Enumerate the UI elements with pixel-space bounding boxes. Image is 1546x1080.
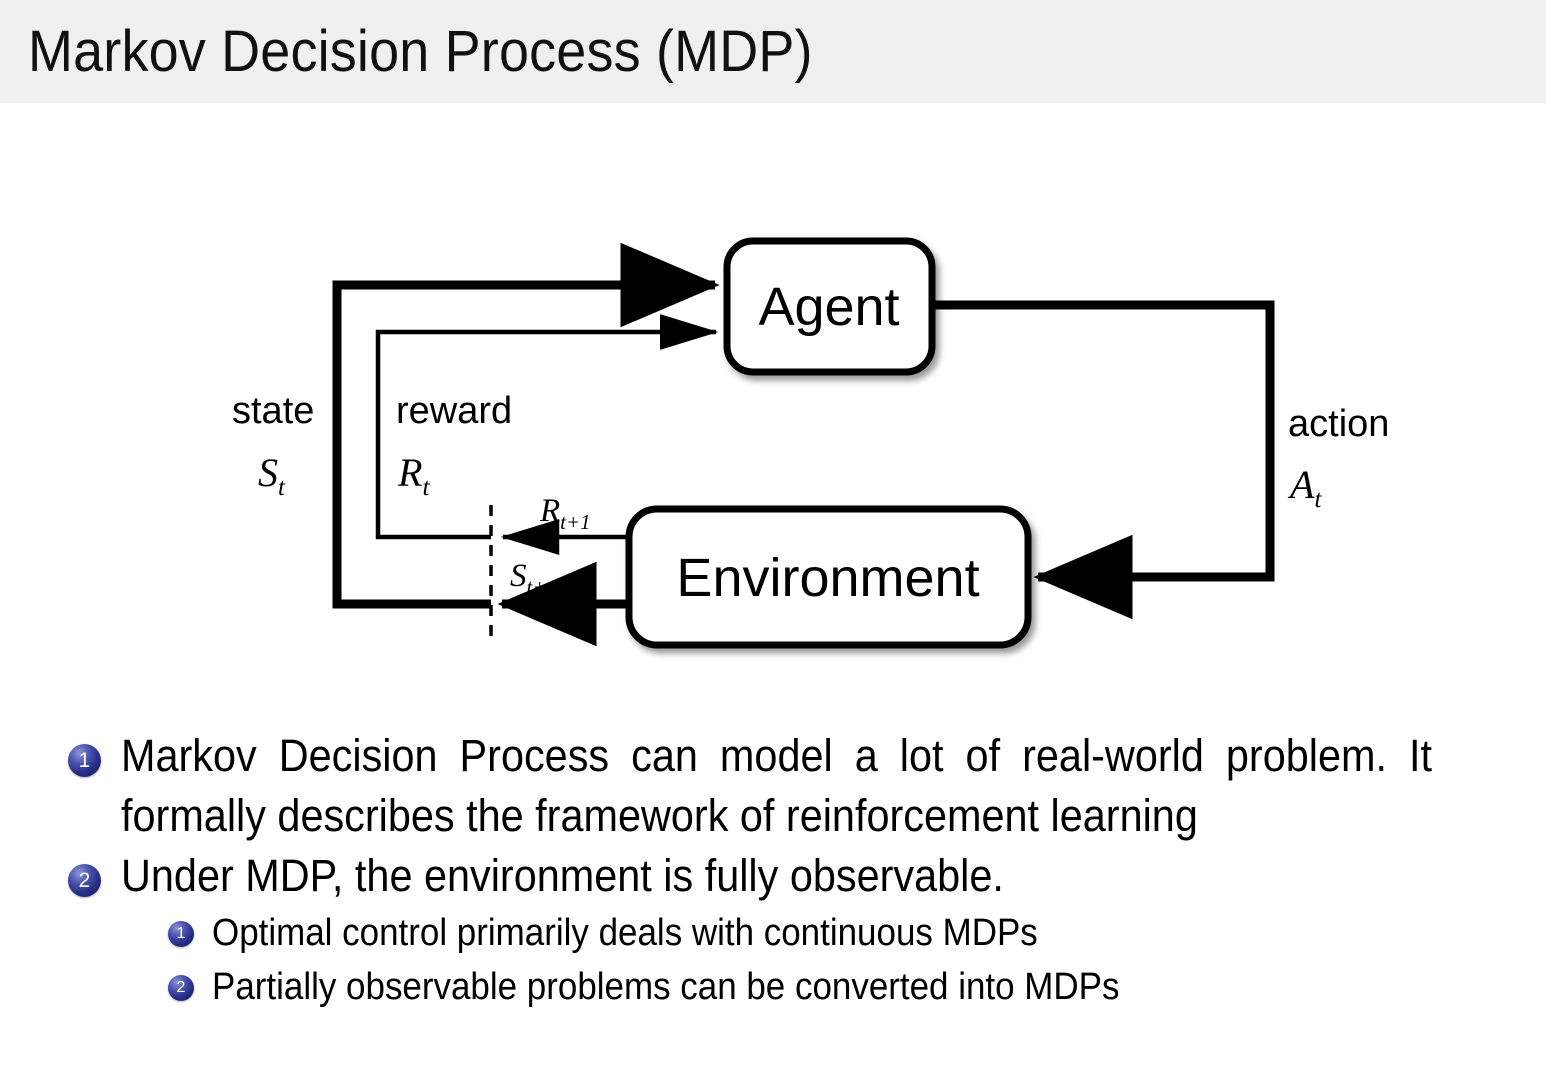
slide-header-bar: Markov Decision Process (MDP) <box>0 0 1546 103</box>
sub-list-item: 1 Optimal control primarily deals with c… <box>0 906 1546 960</box>
label-action-word: action <box>1288 403 1389 445</box>
bullet-badge-2: 2 <box>68 864 101 897</box>
bullet-badge-1: 1 <box>68 744 101 777</box>
node-agent-label: Agent <box>758 277 899 337</box>
edge-state <box>332 242 720 609</box>
label-action: action At <box>1287 403 1389 513</box>
node-environment-label: Environment <box>676 548 979 608</box>
label-reward-symbol: Rt <box>397 450 430 501</box>
label-state: state St <box>232 390 314 501</box>
sub-bullet-text-1: Optimal control primarily deals with con… <box>212 912 1038 954</box>
sub-bullet-text-2: Partially observable problems can be con… <box>212 966 1120 1008</box>
label-reward: reward Rt <box>396 390 512 501</box>
mdp-diagram: Agent Environment state St reward Rt act… <box>0 103 1546 713</box>
page-title: Markov Decision Process (MDP) <box>28 19 813 84</box>
label-state-word: state <box>232 390 314 432</box>
list-item: 2 Under MDP, the environment is fully ob… <box>0 846 1546 906</box>
label-reward-next: Rt+1 <box>539 493 591 534</box>
bullet-text-2: Under MDP, the environment is fully obse… <box>121 850 1004 901</box>
label-state-next: St+1 <box>510 558 557 599</box>
label-state-symbol: St <box>258 450 286 501</box>
node-environment: Environment <box>625 505 1032 649</box>
sub-bullet-badge-2: 2 <box>168 975 194 1001</box>
svg-text:Rt+1: Rt+1 <box>539 493 591 534</box>
bullet-list: 1 Markov Decision Process can model a lo… <box>0 726 1546 1014</box>
label-reward-word: reward <box>396 390 512 432</box>
label-action-symbol: At <box>1287 462 1322 513</box>
node-agent: Agent <box>723 237 936 376</box>
svg-text:St+1: St+1 <box>510 558 557 599</box>
bullet-text-1: Markov Decision Process can model a lot … <box>121 730 1432 841</box>
sub-bullet-badge-1: 1 <box>168 921 194 947</box>
list-item: 1 Markov Decision Process can model a lo… <box>0 726 1546 846</box>
edge-reward <box>375 314 719 540</box>
sub-list-item: 2 Partially observable problems can be c… <box>0 960 1546 1014</box>
edge-action <box>932 300 1275 620</box>
